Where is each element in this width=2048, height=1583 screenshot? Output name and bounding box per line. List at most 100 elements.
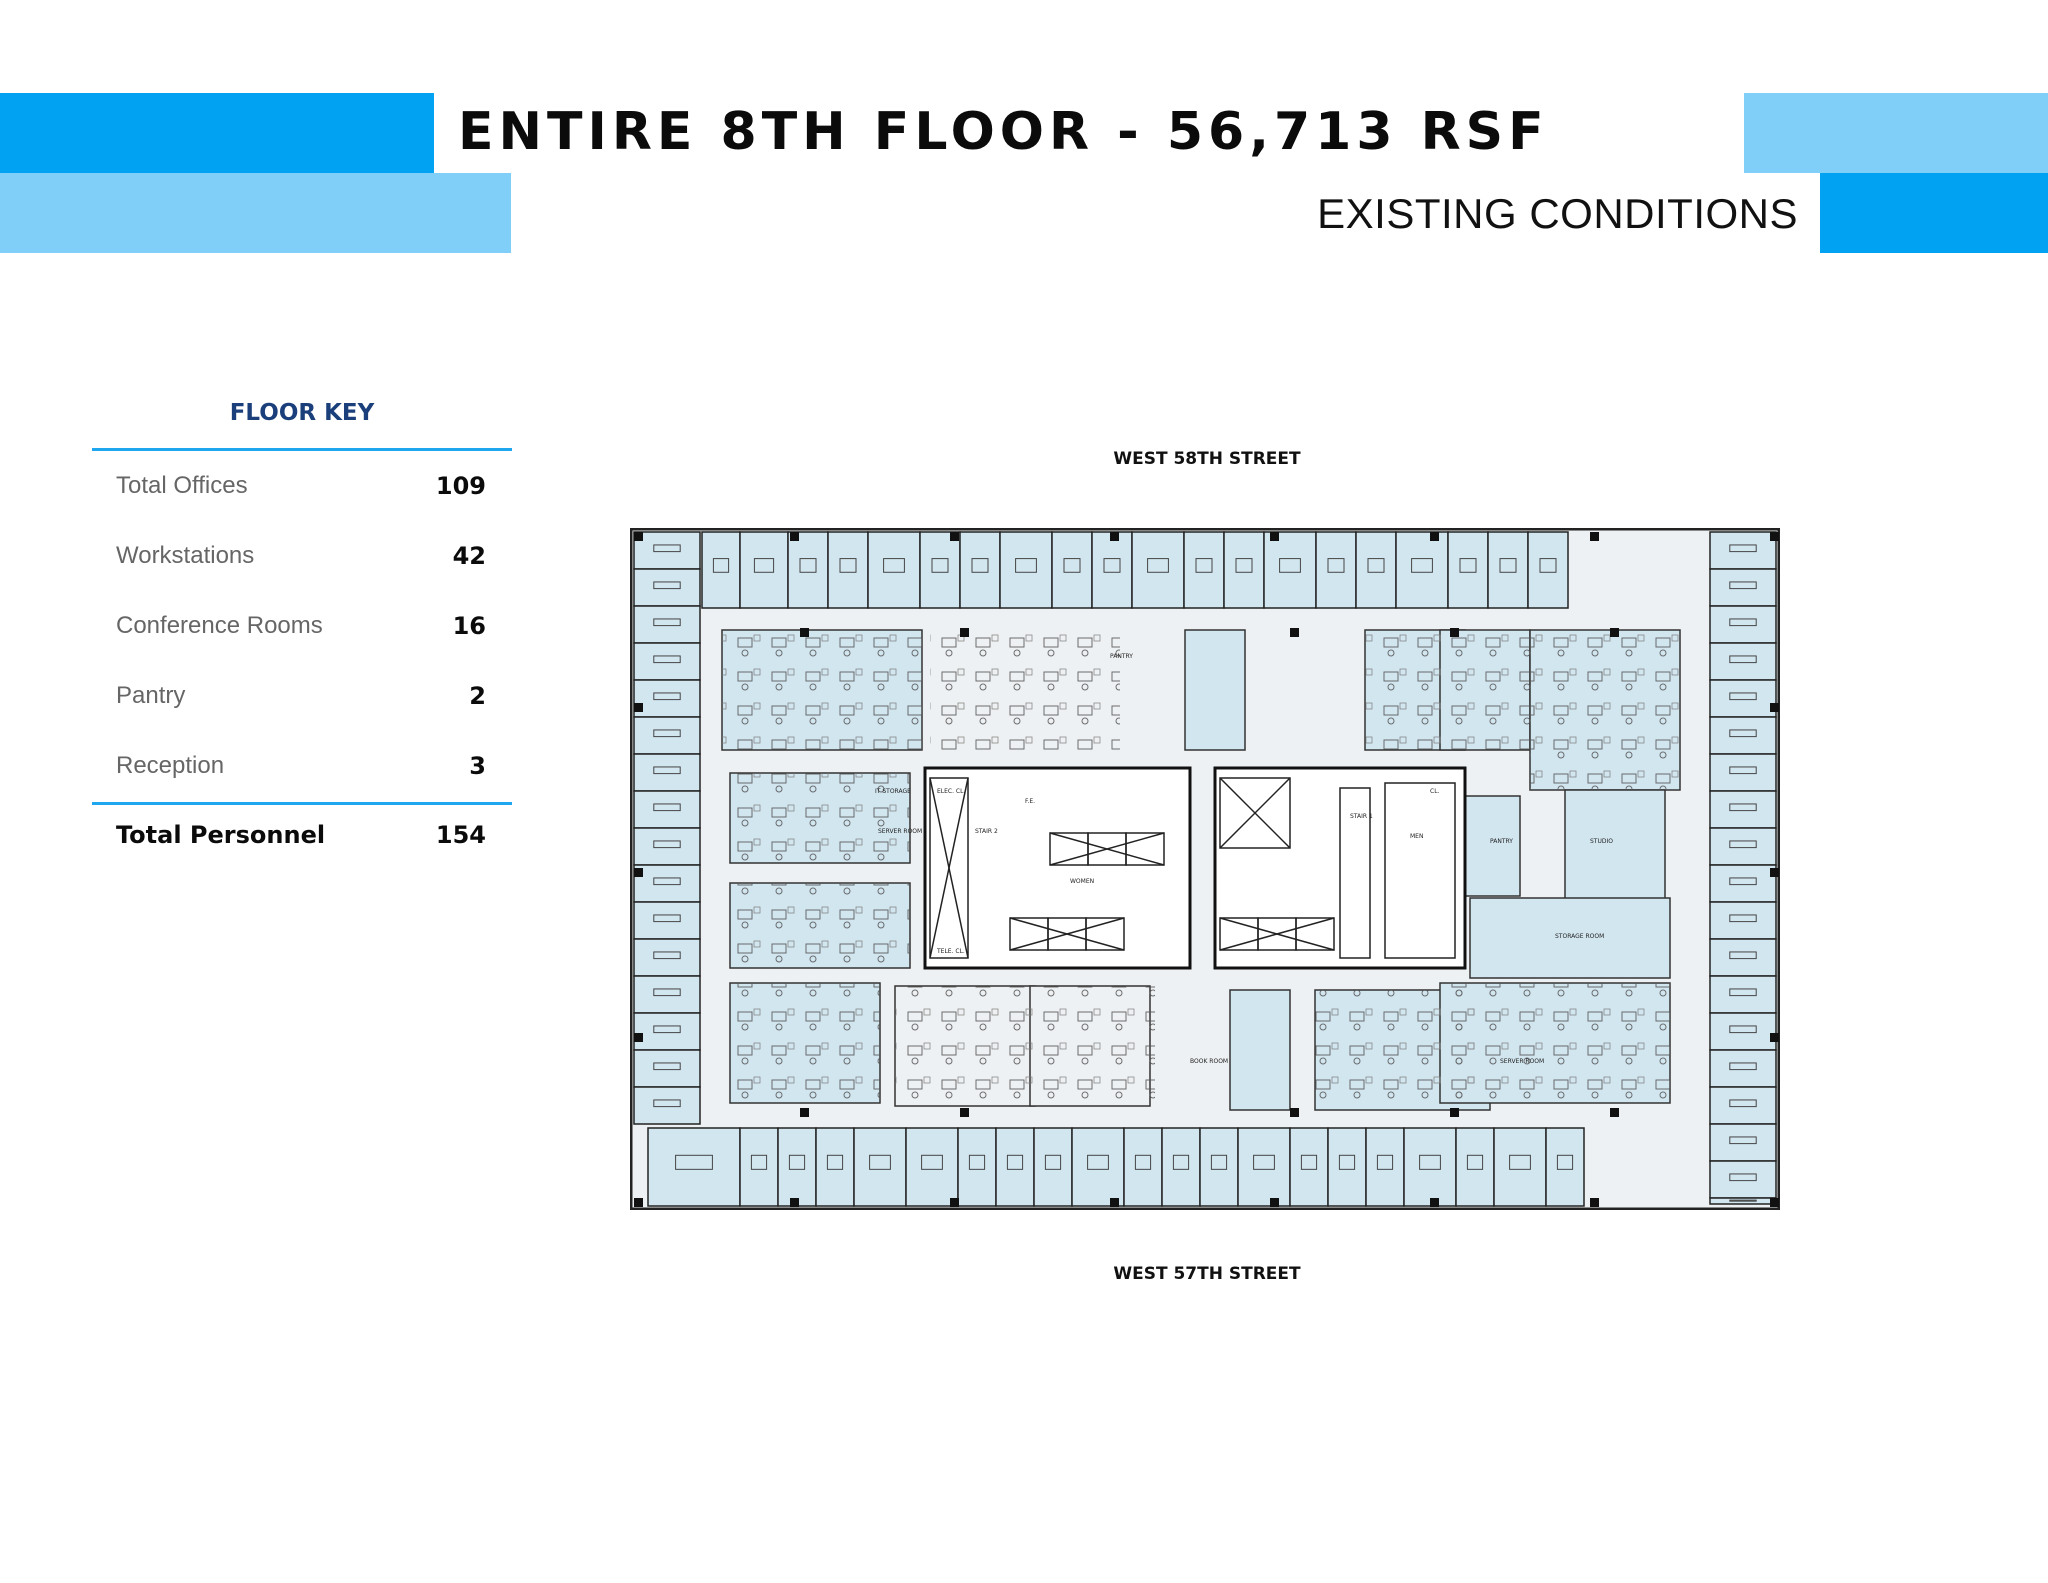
column bbox=[800, 1108, 809, 1117]
desk bbox=[653, 581, 681, 590]
column bbox=[634, 1198, 643, 1207]
office-room bbox=[633, 679, 701, 718]
column bbox=[634, 868, 643, 877]
office-room bbox=[815, 1127, 855, 1207]
office-room bbox=[919, 531, 961, 609]
office-room bbox=[1709, 1160, 1777, 1199]
office-room bbox=[1709, 1086, 1777, 1125]
column bbox=[960, 628, 969, 637]
column bbox=[1450, 628, 1459, 637]
desk bbox=[1729, 692, 1757, 701]
desk bbox=[1729, 618, 1757, 627]
office-room bbox=[1289, 1127, 1329, 1207]
column bbox=[1290, 628, 1299, 637]
office-room bbox=[701, 531, 741, 609]
room-label: F.E. bbox=[1025, 798, 1035, 805]
floor-key-value: 42 bbox=[452, 542, 486, 570]
column bbox=[1290, 1108, 1299, 1117]
room-label: TELE. CL. bbox=[936, 948, 965, 955]
office-room bbox=[1447, 531, 1489, 609]
east-perimeter-offices bbox=[1709, 531, 1777, 1205]
floor-key-total-row: Total Personnel 154 bbox=[116, 815, 486, 855]
room-label: WOMEN bbox=[1070, 878, 1094, 885]
floor-key-value: 16 bbox=[452, 612, 486, 640]
desk bbox=[653, 692, 681, 701]
core-elevators bbox=[929, 777, 1456, 959]
desk bbox=[653, 1025, 681, 1034]
column bbox=[790, 532, 799, 541]
office-room bbox=[1327, 1127, 1367, 1207]
column bbox=[1610, 1108, 1619, 1117]
desk bbox=[1729, 1136, 1757, 1145]
desk bbox=[1327, 558, 1345, 573]
office-room bbox=[1395, 531, 1449, 609]
office-room bbox=[633, 901, 701, 940]
room-label: STUDIO bbox=[1590, 838, 1613, 845]
floor-key-label: Pantry bbox=[116, 682, 186, 709]
desk bbox=[1729, 766, 1757, 775]
office-room bbox=[787, 531, 829, 609]
furniture-layer bbox=[722, 630, 1680, 1110]
office-room bbox=[1709, 901, 1777, 940]
room-label: SERVER ROOM bbox=[1500, 1058, 1544, 1065]
desk bbox=[1729, 988, 1757, 997]
office-room bbox=[1709, 642, 1777, 681]
header-bar-left-bottom bbox=[0, 173, 511, 253]
floor-key-row: Workstations 42 bbox=[116, 536, 486, 576]
desk bbox=[1729, 1099, 1757, 1108]
office-room bbox=[995, 1127, 1035, 1207]
office-room bbox=[1709, 531, 1777, 570]
column bbox=[1590, 1198, 1599, 1207]
office-room bbox=[1161, 1127, 1201, 1207]
office-room bbox=[827, 531, 869, 609]
office-room bbox=[999, 531, 1053, 609]
desk bbox=[1376, 1154, 1394, 1170]
office-room bbox=[1493, 1127, 1547, 1207]
room-label: STAIR 2 bbox=[975, 828, 998, 835]
office-room bbox=[1199, 1127, 1239, 1207]
column bbox=[1450, 1108, 1459, 1117]
office-room bbox=[1709, 753, 1777, 792]
desk bbox=[1103, 558, 1121, 573]
desk bbox=[1509, 1154, 1531, 1170]
floor-key-total-label: Total Personnel bbox=[116, 821, 326, 849]
column bbox=[1430, 532, 1439, 541]
desk bbox=[1063, 558, 1081, 573]
desk bbox=[1411, 558, 1433, 573]
desk bbox=[1134, 1154, 1152, 1170]
office-room bbox=[647, 1127, 741, 1207]
desk bbox=[1195, 558, 1213, 573]
desk bbox=[788, 1154, 806, 1170]
office-room bbox=[633, 827, 701, 866]
desk bbox=[653, 803, 681, 812]
desk bbox=[1729, 655, 1757, 664]
desk bbox=[839, 558, 857, 573]
desk bbox=[826, 1154, 844, 1170]
desk bbox=[1459, 558, 1477, 573]
street-label-south: WEST 57TH STREET bbox=[1113, 1264, 1301, 1284]
desk bbox=[1367, 558, 1385, 573]
office-room bbox=[739, 531, 789, 609]
floor-key-row: Reception 3 bbox=[116, 746, 486, 786]
page-subtitle: EXISTING CONDITIONS bbox=[1317, 190, 1798, 237]
desk bbox=[712, 558, 730, 573]
room-label: MEN bbox=[1410, 833, 1423, 840]
office-room bbox=[959, 531, 1001, 609]
desk bbox=[1729, 581, 1757, 590]
desk bbox=[653, 988, 681, 997]
floor-key-value: 109 bbox=[435, 472, 486, 500]
desk bbox=[1210, 1154, 1228, 1170]
floor-key-divider-top bbox=[92, 448, 512, 451]
office-room bbox=[777, 1127, 817, 1207]
desk bbox=[653, 544, 681, 553]
desk bbox=[1556, 1154, 1574, 1170]
office-room bbox=[1709, 605, 1777, 644]
desk bbox=[653, 655, 681, 664]
column bbox=[1270, 1198, 1279, 1207]
office-room bbox=[1123, 1127, 1163, 1207]
office-room bbox=[1709, 790, 1777, 829]
office-room bbox=[1487, 531, 1529, 609]
office-room bbox=[957, 1127, 997, 1207]
office-room bbox=[853, 1127, 907, 1207]
floor-key-divider-bottom bbox=[92, 802, 512, 805]
